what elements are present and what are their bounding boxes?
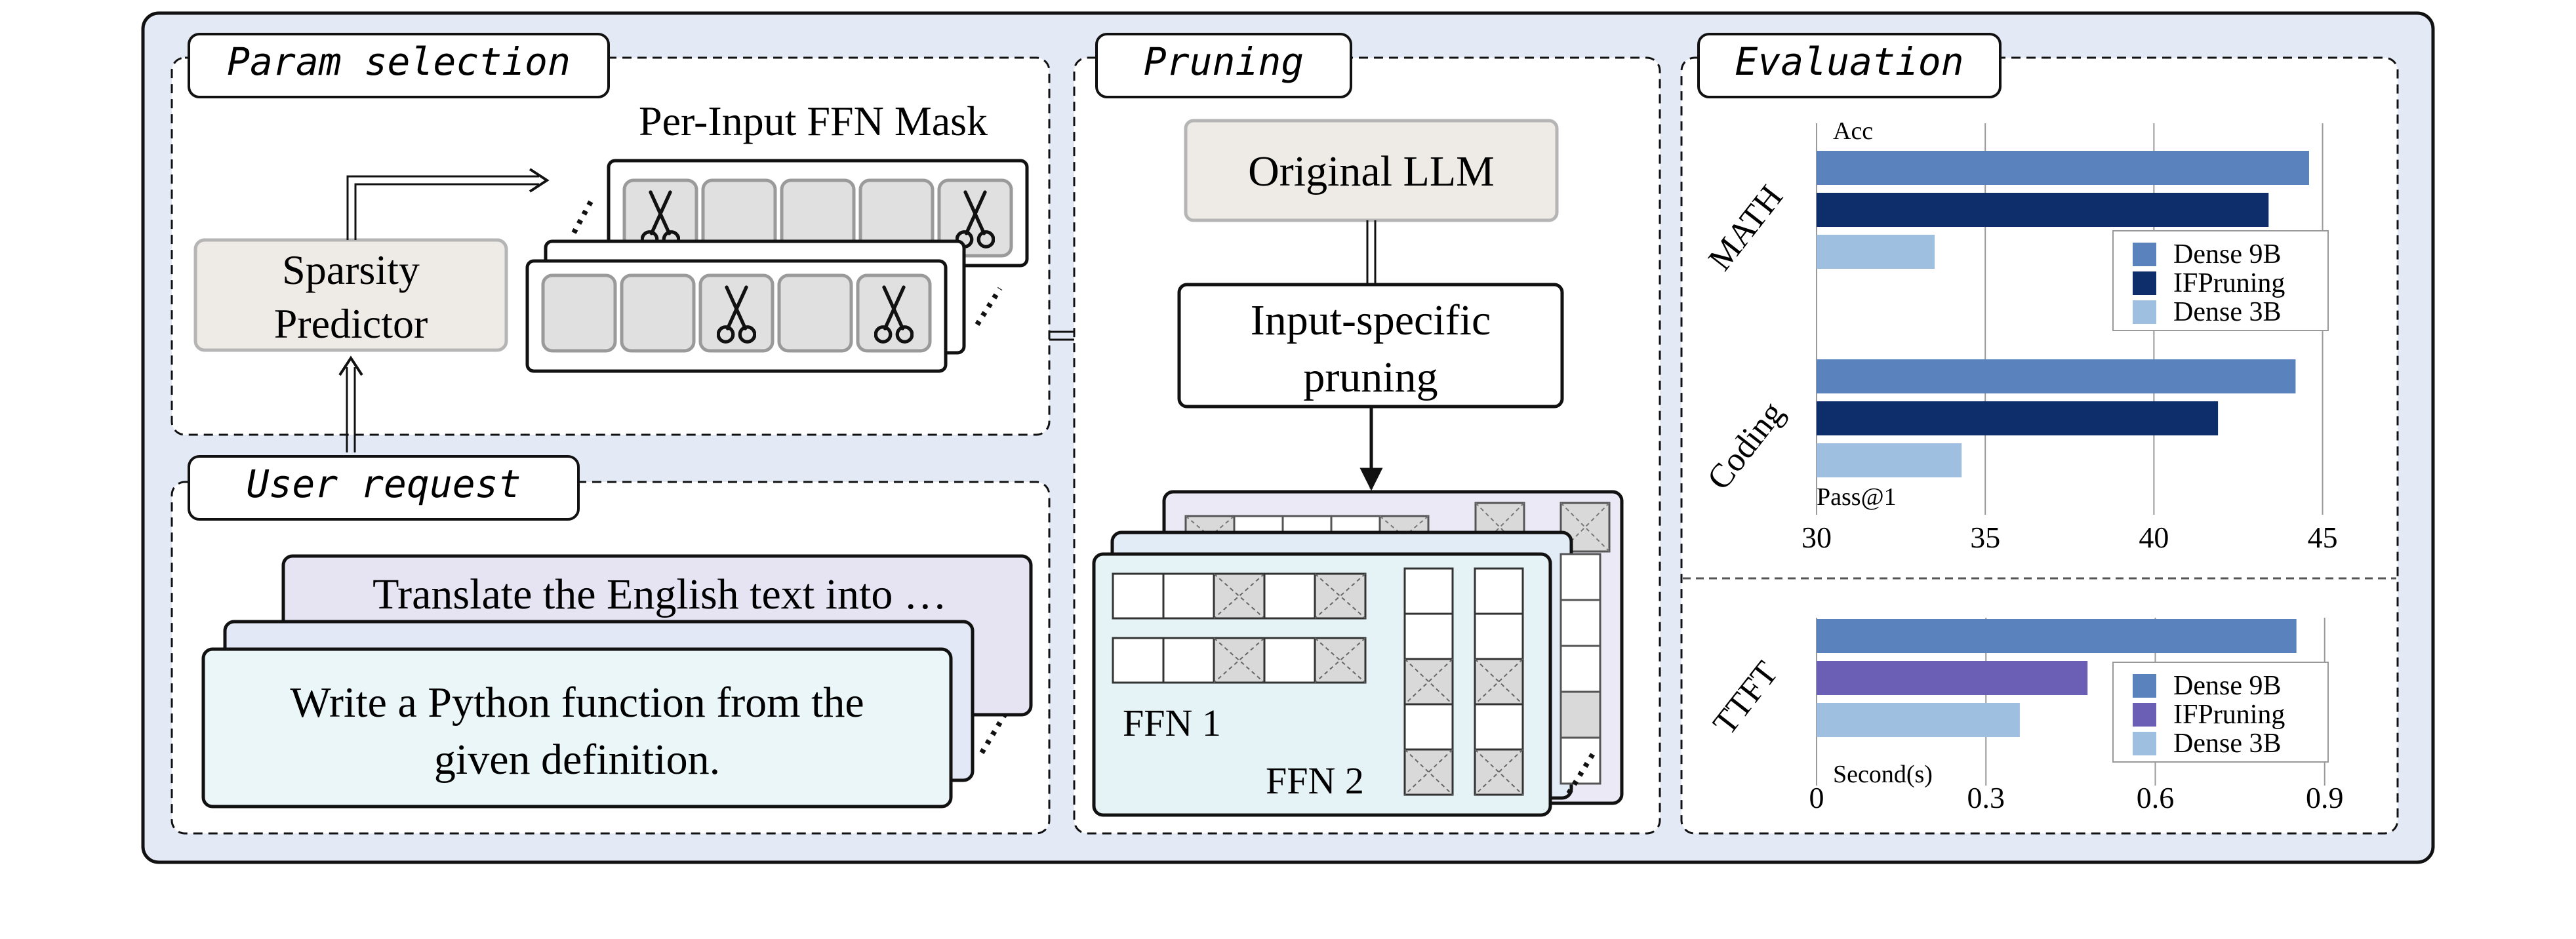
x-tick-label: 40 bbox=[2139, 521, 2169, 554]
pass-at-1-annotation: Pass@1 bbox=[1817, 483, 1897, 511]
bar-math-dense-9b bbox=[1817, 151, 2309, 185]
user-request-tab bbox=[188, 455, 580, 521]
bar-coding-dense-3b bbox=[1817, 443, 1962, 477]
original-llm-label: Original LLM bbox=[1248, 148, 1495, 195]
stack-dots bbox=[975, 287, 1003, 327]
ttft-x-axis-label: Second(s) bbox=[1833, 761, 1933, 788]
sparsity-predictor-line1: Sparsity bbox=[282, 247, 420, 293]
evaluation-tab bbox=[1697, 33, 2002, 98]
stack-dots bbox=[1566, 751, 1596, 795]
legend-swatch bbox=[2133, 703, 2156, 727]
stack-dots bbox=[979, 713, 1007, 755]
accuracy-annotation: Acc bbox=[1833, 117, 1873, 145]
legend-swatch bbox=[2133, 243, 2156, 266]
x-tick-label: 45 bbox=[2308, 521, 2338, 554]
pruning-tab-label: Pruning bbox=[1144, 39, 1304, 84]
param-selection-tab bbox=[188, 33, 610, 98]
x-tick-label: 0.9 bbox=[2306, 781, 2344, 814]
user-request-tab-label: User request bbox=[246, 462, 521, 506]
legend-swatch bbox=[2133, 300, 2156, 324]
legend-swatch bbox=[2133, 732, 2156, 755]
sparsity-predictor-line2: Predictor bbox=[274, 300, 428, 347]
ffn2-label: FFN 2 bbox=[1266, 759, 1364, 802]
request-card-front-line1: Write a Python function from the bbox=[290, 679, 864, 727]
pruning-box-line2: pruning bbox=[1303, 353, 1438, 401]
mask-title: Per-Input FFN Mask bbox=[639, 98, 988, 144]
evaluation-tab-label: Evaluation bbox=[1735, 39, 1963, 84]
original-llm-box bbox=[1184, 119, 1559, 222]
predictor-to-mask-arrow bbox=[346, 175, 539, 240]
bar-math-dense-3b bbox=[1817, 235, 1935, 269]
legend-label: Dense 9B bbox=[2173, 239, 2281, 270]
request-to-predictor-arrow bbox=[338, 355, 363, 452]
legend-label: IFPruning bbox=[2173, 268, 2285, 298]
ffn-card-front: FFN 1 FFN 2 bbox=[1092, 552, 1552, 817]
request-card-front-line2: given definition. bbox=[434, 736, 720, 784]
param-selection-tab-label: Param selection bbox=[227, 39, 571, 84]
pruning-box-line1: Input-specific bbox=[1251, 296, 1491, 344]
ffn1-label: FFN 1 bbox=[1123, 702, 1221, 744]
bar-ttft-dense-9b bbox=[1817, 619, 2297, 653]
x-tick-label: 0 bbox=[1809, 781, 1824, 814]
legend-swatch bbox=[2133, 674, 2156, 698]
param-selection-panel: Param selection Per-Input FFN Mask bbox=[171, 33, 1051, 436]
pruning-tab bbox=[1095, 33, 1352, 98]
legend-label: Dense 9B bbox=[2173, 671, 2281, 701]
legend-label: IFPruning bbox=[2173, 700, 2285, 730]
x-tick-label: 0.3 bbox=[1967, 781, 2005, 814]
bar-ttft-ifpruning bbox=[1817, 661, 2088, 695]
pruning-panel: Pruning Original LLM Input-specific prun… bbox=[1073, 33, 1661, 835]
legend-label: Dense 3B bbox=[2173, 297, 2281, 327]
x-tick-label: 30 bbox=[1801, 521, 1832, 554]
x-tick-label: 35 bbox=[1970, 521, 2000, 554]
bar-ttft-dense-3b bbox=[1817, 703, 2020, 737]
bar-math-ifpruning bbox=[1817, 193, 2269, 227]
request-card-back-text: Translate the English text into … bbox=[372, 570, 947, 618]
mask-card-front bbox=[525, 259, 948, 373]
bar-coding-ifpruning bbox=[1817, 401, 2219, 435]
bar-coding-dense-9b bbox=[1817, 359, 2296, 393]
stack-dots bbox=[571, 195, 596, 234]
x-tick-label: 0.6 bbox=[2137, 781, 2175, 814]
user-request-panel: User request Translate the English text … bbox=[171, 455, 1051, 835]
request-card-front bbox=[201, 647, 953, 809]
legend-label: Dense 3B bbox=[2173, 729, 2281, 759]
legend-swatch bbox=[2133, 271, 2156, 295]
sparsity-predictor-box bbox=[193, 238, 508, 352]
ffn-card-middle-edge-cells bbox=[1560, 553, 1601, 785]
